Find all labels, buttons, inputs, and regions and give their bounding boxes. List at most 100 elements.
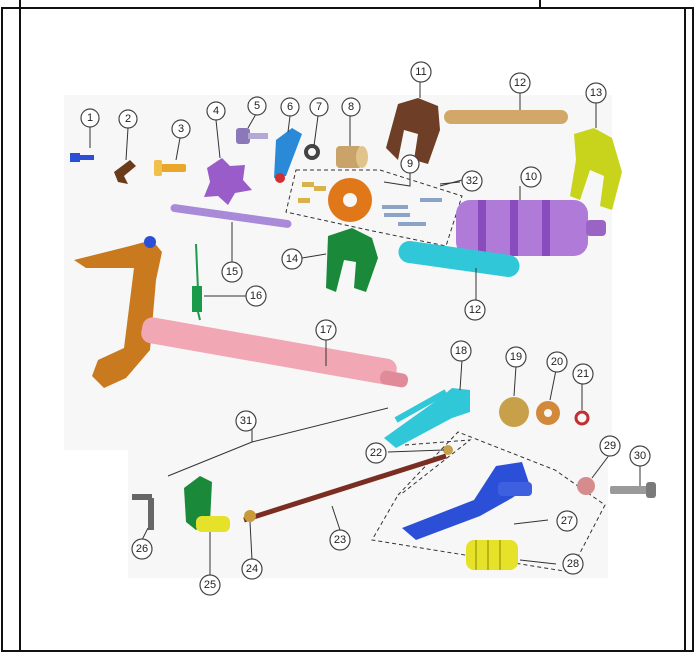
svg-text:10: 10 bbox=[525, 171, 537, 183]
svg-text:32: 32 bbox=[466, 175, 478, 187]
callout-30: 30 bbox=[629, 445, 651, 467]
callout-28: 28 bbox=[562, 553, 584, 575]
part-6-arm bbox=[274, 128, 302, 183]
callout-15: 15 bbox=[221, 261, 243, 283]
svg-text:16: 16 bbox=[250, 290, 262, 302]
svg-text:13: 13 bbox=[590, 87, 602, 99]
svg-text:2: 2 bbox=[125, 113, 131, 125]
callout-29: 29 bbox=[599, 435, 621, 457]
group-27-box bbox=[371, 431, 606, 573]
part-18-spring-arm bbox=[384, 388, 470, 448]
svg-text:30: 30 bbox=[634, 450, 646, 462]
part-22-nut bbox=[443, 445, 453, 455]
svg-text:4: 4 bbox=[213, 105, 219, 117]
part-25-arm bbox=[184, 476, 230, 532]
callout-3: 3 bbox=[171, 119, 191, 139]
part-10-shift-drum bbox=[456, 200, 606, 256]
part-1-bolt bbox=[70, 153, 94, 162]
part-27-lever bbox=[402, 462, 532, 540]
svg-text:29: 29 bbox=[604, 440, 616, 452]
svg-text:3: 3 bbox=[178, 123, 184, 135]
callout-17: 17 bbox=[315, 319, 337, 341]
callout-5: 5 bbox=[247, 96, 267, 116]
part-15-rod bbox=[170, 204, 292, 228]
callout-12-lower: 12 bbox=[464, 299, 486, 321]
part-21-ring bbox=[574, 410, 590, 426]
group-9-box bbox=[285, 169, 463, 247]
svg-text:17: 17 bbox=[320, 324, 332, 336]
part-20-washer-hole bbox=[544, 409, 552, 417]
svg-text:12: 12 bbox=[469, 304, 481, 316]
part-3-pin bbox=[154, 160, 186, 176]
part-28-spring bbox=[466, 540, 518, 570]
part-12-upper-rod bbox=[444, 110, 568, 124]
part-11-fork bbox=[386, 98, 440, 164]
part-17-shift-shaft bbox=[74, 236, 409, 388]
callout-10: 10 bbox=[520, 166, 542, 188]
callout-7: 7 bbox=[309, 97, 329, 117]
part-19-roller bbox=[499, 397, 529, 427]
part-30-bolt bbox=[610, 482, 656, 498]
svg-text:7: 7 bbox=[316, 101, 322, 113]
callout-25: 25 bbox=[199, 574, 221, 596]
callout-14: 14 bbox=[281, 248, 303, 270]
leader-lines bbox=[89, 82, 641, 576]
part-8-bushing bbox=[336, 146, 368, 168]
callout-11: 11 bbox=[410, 61, 432, 83]
callout-4: 4 bbox=[206, 101, 226, 121]
callout-13: 13 bbox=[585, 82, 607, 104]
group-9-parts bbox=[298, 178, 442, 226]
svg-text:8: 8 bbox=[348, 101, 354, 113]
svg-text:14: 14 bbox=[286, 253, 298, 265]
part-14-fork bbox=[326, 228, 378, 292]
svg-text:25: 25 bbox=[204, 579, 216, 591]
svg-text:24: 24 bbox=[246, 563, 258, 575]
callout-18: 18 bbox=[450, 340, 472, 362]
part-26-bolt bbox=[132, 494, 154, 530]
svg-text:9: 9 bbox=[407, 158, 413, 170]
svg-text:27: 27 bbox=[561, 515, 573, 527]
svg-text:5: 5 bbox=[254, 100, 260, 112]
part-29-washer bbox=[577, 477, 595, 495]
part-7-washer bbox=[304, 144, 320, 160]
callout-24: 24 bbox=[241, 558, 263, 580]
svg-text:6: 6 bbox=[287, 101, 293, 113]
callout-1: 1 bbox=[80, 108, 100, 128]
callout-9: 9 bbox=[400, 154, 420, 174]
svg-text:21: 21 bbox=[577, 368, 589, 380]
part-5-bolt bbox=[236, 128, 268, 144]
callout-27: 27 bbox=[556, 510, 578, 532]
part-12-lower-rod bbox=[398, 241, 520, 277]
svg-text:26: 26 bbox=[136, 543, 148, 555]
svg-text:23: 23 bbox=[334, 534, 346, 546]
callout-21: 21 bbox=[572, 363, 594, 385]
callout-16: 16 bbox=[245, 285, 267, 307]
callout-8: 8 bbox=[341, 97, 361, 117]
callout-31: 31 bbox=[235, 410, 257, 432]
callout-12-upper: 12 bbox=[509, 72, 531, 94]
callout-19: 19 bbox=[505, 346, 527, 368]
svg-text:22: 22 bbox=[370, 447, 382, 459]
svg-text:12: 12 bbox=[514, 77, 526, 89]
callout-20: 20 bbox=[546, 351, 568, 373]
svg-text:31: 31 bbox=[240, 415, 252, 427]
group-22-dash bbox=[399, 439, 472, 496]
svg-text:15: 15 bbox=[226, 266, 238, 278]
part-4-star-cam bbox=[204, 158, 252, 205]
callout-26: 26 bbox=[131, 538, 153, 560]
callout-22: 22 bbox=[365, 442, 387, 464]
callout-2: 2 bbox=[118, 109, 138, 129]
svg-text:1: 1 bbox=[87, 112, 93, 124]
callout-23: 23 bbox=[329, 529, 351, 551]
part-16-spring bbox=[192, 243, 202, 321]
callout-6: 6 bbox=[280, 97, 300, 117]
svg-text:11: 11 bbox=[415, 66, 426, 78]
svg-text:18: 18 bbox=[455, 345, 467, 357]
part-24-washer bbox=[244, 510, 256, 522]
part-2-clip bbox=[114, 160, 136, 184]
svg-text:28: 28 bbox=[567, 558, 579, 570]
part-13-fork bbox=[570, 128, 622, 210]
part-23-rod bbox=[243, 453, 447, 523]
callout-32: 32 bbox=[461, 170, 483, 192]
